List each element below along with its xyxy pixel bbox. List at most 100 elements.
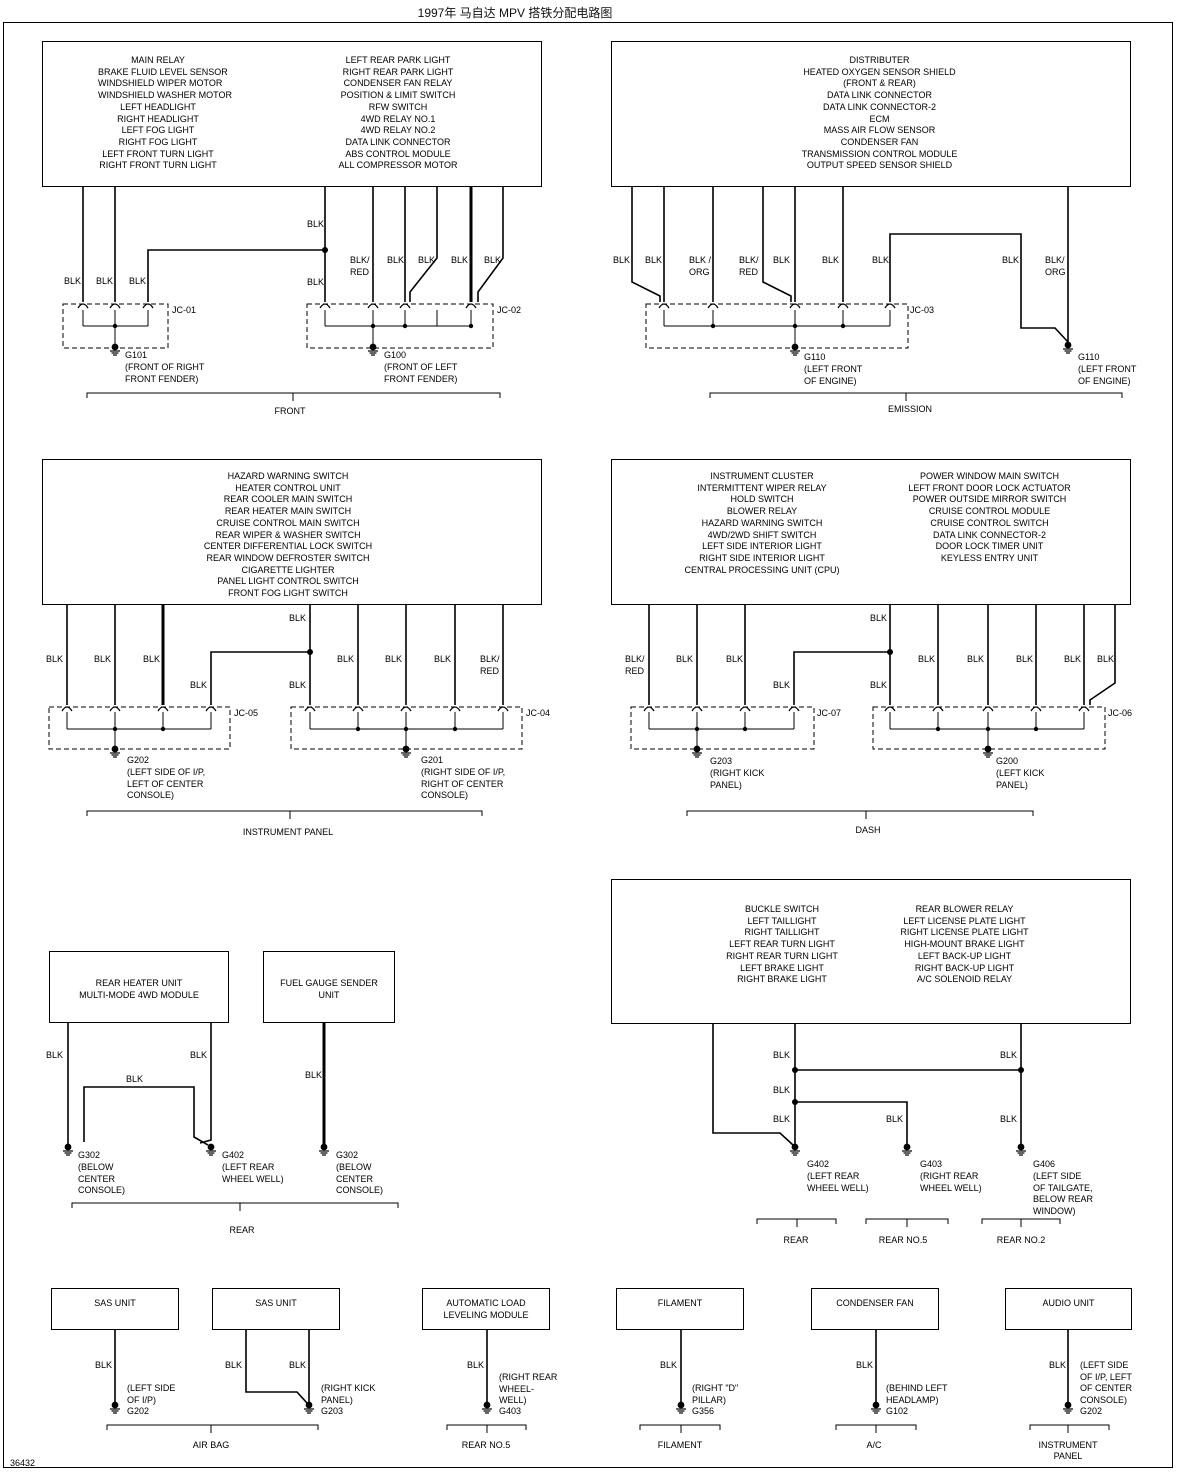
ground-id: G402: [222, 1150, 245, 1160]
front-components-left: MAIN RELAY BRAKE FLUID LEVEL SENSOR WIND…: [98, 55, 233, 171]
junction-connector-label: JC-02: [497, 305, 522, 315]
junction-connector-label: JC-05: [234, 708, 259, 718]
ground-location: (LEFT SIDE OF TAILGATE, BELOW REAR WINDO…: [1033, 1171, 1094, 1216]
audio-unit-label: AUDIO UNIT: [1042, 1298, 1095, 1308]
ground-id: G302: [336, 1150, 359, 1160]
connector-pin: [449, 706, 461, 712]
connector-pin: [77, 303, 89, 309]
wire-color-label: BLK: [307, 277, 325, 287]
ground-id: G200: [996, 756, 1019, 766]
junction-connector-label: JC-07: [817, 708, 842, 718]
ground-symbol: [1016, 1143, 1026, 1156]
wire-color-label: BLK: [305, 1070, 323, 1080]
ground-location: (RIGHT REAR WHEEL- WELL): [499, 1372, 558, 1405]
wire-color-label: BLK: [822, 255, 840, 265]
ground-symbol: [110, 745, 120, 758]
rear-heater-box: REAR HEATER UNIT MULTI-MODE 4WD MODULE: [49, 951, 229, 1023]
sas-unit-label-1: SAS UNIT: [94, 1298, 136, 1308]
sas-unit-box-2: SAS UNIT: [212, 1288, 340, 1330]
connector-pin: [643, 706, 655, 712]
connector-pin: [61, 706, 73, 712]
wire-color-label: BLK: [434, 654, 452, 664]
connector-pin: [352, 706, 364, 712]
section-label-ac: A/C: [866, 1440, 882, 1450]
connector-pin: [884, 303, 896, 309]
fuel-gauge-label: FUEL GAUGE SENDER UNIT: [280, 978, 378, 1000]
wire-label-blk-red: BLK/ RED: [739, 255, 759, 277]
rear-component-box: BUCKLE SWITCH LEFT TAILLIGHT RIGHT TAILL…: [611, 879, 1131, 1024]
front-components-right: LEFT REAR PARK LIGHT RIGHT REAR PARK LIG…: [338, 55, 458, 171]
wire-color-label: BLK: [190, 680, 208, 690]
wire-label-blk-org: BLK / ORG: [689, 255, 712, 277]
dash-component-box: INSTRUMENT CLUSTER INTERMITTENT WIPER RE…: [611, 459, 1131, 605]
ground-location: (LEFT SIDE OF I/P): [127, 1383, 176, 1405]
figure-number: 36432: [10, 1458, 36, 1468]
wire-color-label: BLK: [451, 255, 469, 265]
wire-color-label: BLK: [467, 1360, 485, 1370]
section-label-rear: REAR: [229, 1225, 255, 1235]
ground-symbol: [206, 1143, 216, 1156]
wire-color-label: BLK: [190, 1050, 208, 1060]
wire-color-label: BLK: [613, 255, 631, 265]
connector-pin: [399, 303, 411, 309]
ground-id: G403: [920, 1159, 943, 1169]
wire-color-label: BLK: [645, 255, 663, 265]
wire-color-label: BLK: [289, 613, 307, 623]
connector-pin: [497, 706, 509, 712]
rear-heater-label: REAR HEATER UNIT MULTI-MODE 4WD MODULE: [79, 978, 199, 1000]
wire-label-blk-org: BLK/ ORG: [1045, 255, 1066, 277]
connector-pin: [319, 303, 331, 309]
wire-color-label: BLK: [918, 654, 936, 664]
ground-location: (FRONT OF LEFT FRONT FENDER): [384, 362, 458, 384]
fuel-gauge-box: FUEL GAUGE SENDER UNIT: [263, 951, 395, 1023]
ground-id: G203: [321, 1406, 344, 1416]
wire-color-label: BLK: [307, 219, 325, 229]
instrument-component-box: HAZARD WARNING SWITCH HEATER CONTROL UNI…: [42, 459, 542, 605]
ground-symbol: [401, 745, 411, 758]
wire-label-blk-red: BLK/ RED: [625, 654, 645, 676]
wire-color-label: BLK: [94, 654, 112, 664]
wire-color-label: BLK: [1000, 1114, 1018, 1124]
section-label-air-bag: AIR BAG: [192, 1440, 230, 1450]
wire-color-label: BLK: [418, 255, 436, 265]
ground-location: (LEFT FRONT OF ENGINE): [804, 364, 863, 386]
ground-symbol: [902, 1143, 912, 1156]
wire-color-label: BLK: [726, 654, 744, 664]
connector-pin: [1078, 706, 1090, 712]
connector-pin: [707, 303, 719, 309]
wire-color-label: BLK: [1097, 654, 1115, 664]
connector-pin: [739, 706, 751, 712]
sas-unit-label-2: SAS UNIT: [255, 1298, 297, 1308]
ground-id: G102: [886, 1406, 909, 1416]
ground-symbol: [790, 343, 800, 356]
junction-connector-label: JC-03: [910, 305, 935, 315]
wire-color-label: BLK: [385, 654, 403, 664]
wire-color-label: BLK: [870, 680, 888, 690]
ground-symbol: [63, 1143, 73, 1156]
wire-color-label: BLK: [773, 1114, 791, 1124]
ground-location: (RIGHT "D" PILLAR): [692, 1383, 739, 1405]
junction-connector-label: JC-01: [172, 305, 197, 315]
ground-id: G302: [78, 1150, 101, 1160]
section-label-instrument-panel: INSTRUMENT PANEL: [1038, 1440, 1098, 1461]
ground-id: G202: [1080, 1406, 1103, 1416]
ground-location: (LEFT KICK PANEL): [996, 768, 1045, 790]
ground-id: G402: [807, 1159, 830, 1169]
connector-pin: [465, 303, 477, 309]
wire-color-label: BLK: [886, 1114, 904, 1124]
connector-pin: [658, 303, 670, 309]
ground-symbol: [319, 1143, 329, 1156]
wire-color-label: BLK: [143, 654, 161, 664]
section-label-emission: EMISSION: [887, 404, 933, 414]
connector-pin: [884, 706, 896, 712]
ground-id: G202: [127, 1406, 150, 1416]
emission-components: DISTRIBUTER HEATED OXYGEN SENSOR SHIELD …: [801, 55, 958, 171]
ground-location: (LEFT REAR WHEEL WELL): [807, 1171, 869, 1193]
ground-location: (FRONT OF RIGHT FRONT FENDER): [125, 362, 205, 384]
diagram-title: 1997年 马自达 MPV 搭铁分配电路图: [417, 6, 613, 20]
ground-symbol: [368, 343, 378, 356]
ground-location: (BELOW CENTER CONSOLE): [78, 1162, 126, 1195]
wire-color-label: BLK: [872, 255, 890, 265]
ground-id: G110: [804, 352, 826, 362]
wire-color-label: BLK: [129, 276, 147, 286]
